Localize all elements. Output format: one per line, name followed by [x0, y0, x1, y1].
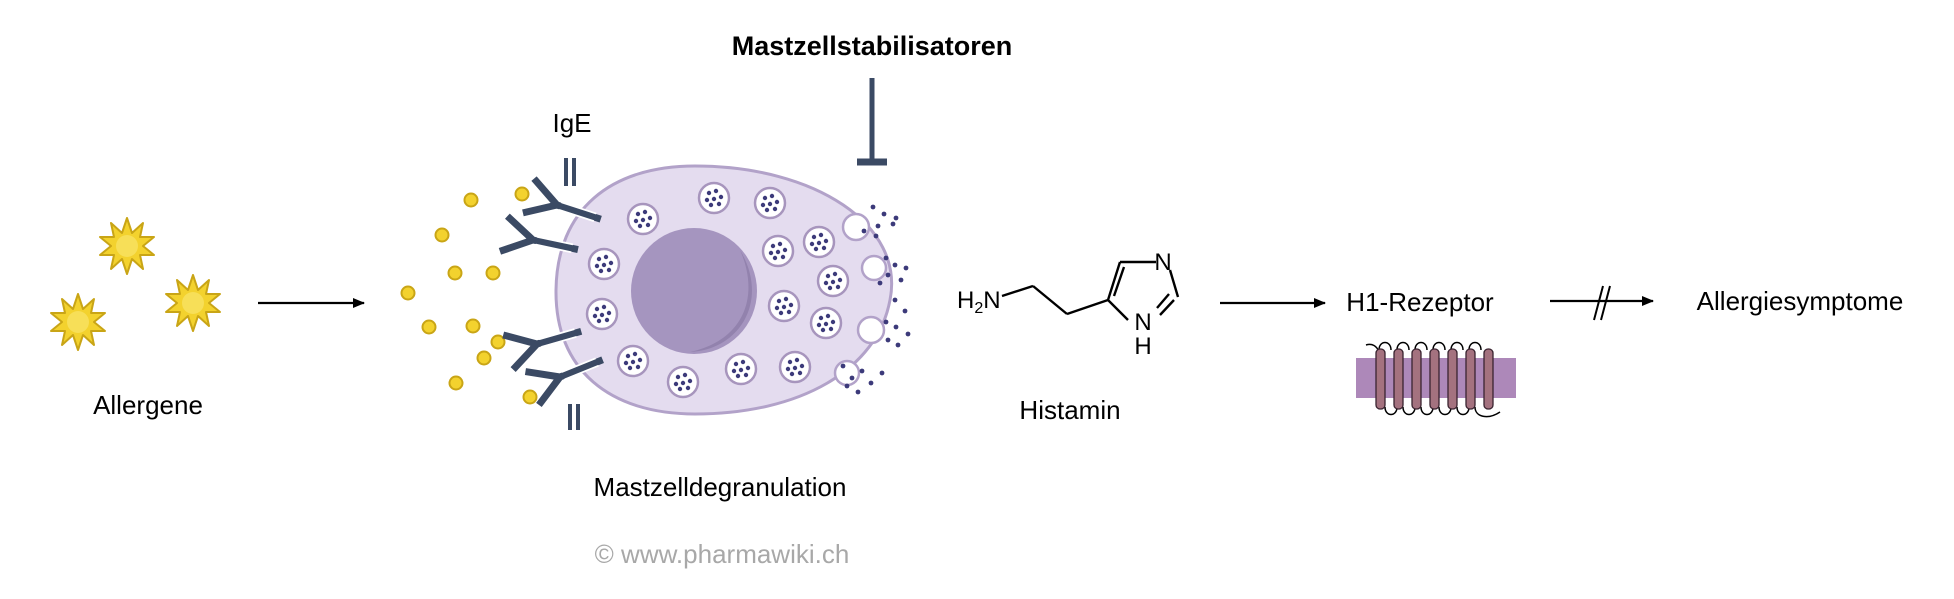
particle [465, 318, 481, 334]
degranulation-label: Mastzelldegranulation [594, 472, 847, 502]
mast-cell-icon [554, 164, 911, 416]
blocked-marker [1593, 285, 1611, 321]
inhibition-bar-icon [857, 78, 887, 166]
particle [400, 285, 416, 301]
particle [514, 186, 530, 202]
symptoms-label: Allergiesymptome [1697, 286, 1904, 316]
allergen-group [50, 217, 221, 351]
gpcr-receptor-icon [1356, 341, 1516, 418]
ige-antibody-group [499, 158, 610, 430]
ring-hydrogen: H [1134, 333, 1151, 360]
nucleus [631, 228, 757, 354]
particle [447, 265, 463, 281]
particle [448, 375, 464, 391]
ring-nitrogen-top: N [1154, 249, 1171, 276]
ring-nitrogen-bottom: N [1134, 309, 1151, 336]
particle [476, 350, 492, 366]
copyright-text: © www.pharmawiki.ch [595, 539, 850, 569]
histamine-amine-label: H2N [957, 287, 1001, 317]
allergen-star-icon [99, 217, 155, 275]
released-histamine-dots [840, 204, 911, 395]
histamine-structure [1001, 260, 1180, 321]
allergens-label: Allergene [93, 390, 203, 420]
allergen-star-icon [165, 274, 221, 332]
histamine-label: Histamin [1019, 395, 1120, 425]
particle [485, 265, 501, 281]
stabilizers-label: Mastzellstabilisatoren [732, 31, 1013, 61]
particle [463, 192, 479, 208]
particle [434, 227, 450, 243]
ige-label: IgE [552, 108, 591, 138]
particle [522, 389, 538, 405]
allergen-star-icon [50, 293, 106, 351]
particle [421, 319, 437, 335]
receptor-label: H1-Rezeptor [1346, 287, 1494, 317]
